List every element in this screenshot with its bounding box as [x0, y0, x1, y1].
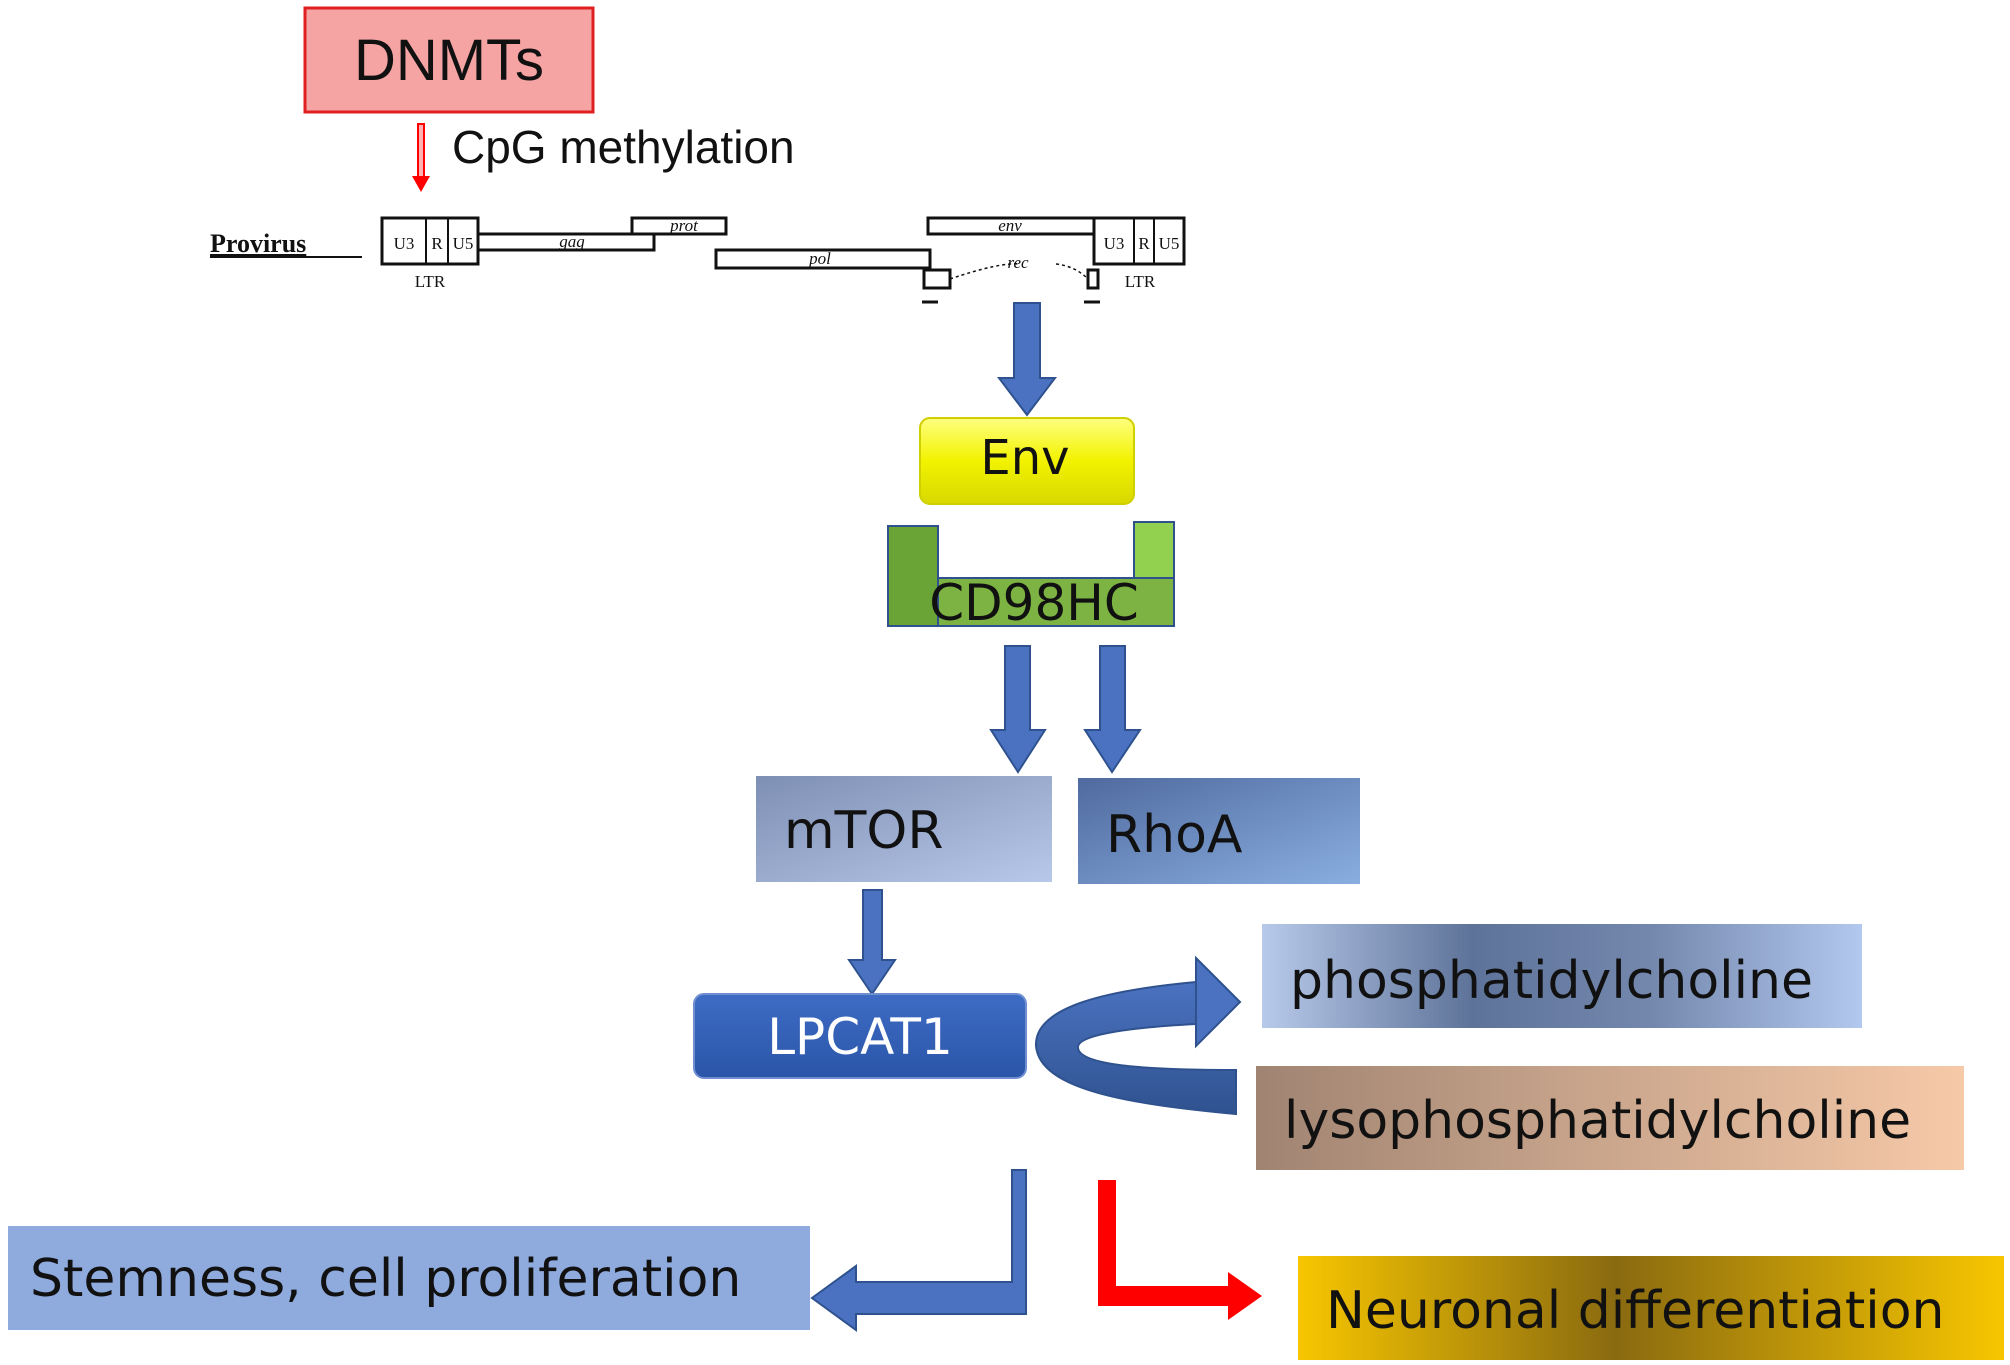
gene-pol: pol [808, 249, 831, 268]
gene-gag: gag [559, 232, 585, 251]
conversion-curved-arrow [1034, 955, 1242, 1116]
arrow-lpcat1-neuronal [1098, 1180, 1262, 1320]
phosphatidylcholine-label: phosphatidylcholine [1290, 951, 1813, 1011]
ltr-right-r: R [1138, 234, 1150, 253]
lpcat1-label: LPCAT1 [767, 1008, 953, 1066]
ltr-right-u3: U3 [1104, 234, 1125, 253]
stemness-label: Stemness, cell proliferation [30, 1249, 741, 1309]
neuronal-node: Neuronal differentiation [1298, 1256, 2004, 1360]
lysophosphatidylcholine-label: lysophosphatidylcholine [1284, 1091, 1911, 1151]
methylation-arrow [412, 123, 430, 192]
rhoa-node: RhoA [1078, 778, 1360, 884]
phosphatidylcholine-node: phosphatidylcholine [1262, 924, 1862, 1028]
cd98hc-label: CD98HC [929, 574, 1139, 632]
gene-prot: prot [669, 216, 699, 235]
dnmts-node: DNMTs [303, 6, 595, 114]
rhoa-label: RhoA [1106, 805, 1243, 865]
cd98hc-node: CD98HC [887, 521, 1175, 632]
gene-env: env [998, 216, 1022, 235]
arrow-provirus-env [996, 302, 1058, 417]
lysophosphatidylcholine-node: lysophosphatidylcholine [1256, 1066, 1964, 1170]
ltr-right-name: LTR [1125, 272, 1156, 291]
stemness-node: Stemness, cell proliferation [8, 1226, 810, 1330]
mtor-node: mTOR [756, 776, 1052, 882]
ltr-left-r: R [431, 234, 443, 253]
arrow-lpcat1-stemness [810, 1169, 1027, 1332]
provirus-schematic: Provirus U3 R U5 LTR gag prot pol env re… [210, 216, 1186, 304]
ltr-right-u5: U5 [1159, 234, 1180, 253]
env-node: Env [919, 417, 1135, 505]
neuronal-label: Neuronal differentiation [1326, 1281, 1944, 1341]
env-label: Env [980, 430, 1069, 486]
gene-rec: rec [1007, 253, 1029, 272]
ltr-left-u3: U3 [394, 234, 415, 253]
dnmts-label: DNMTs [354, 28, 544, 93]
ltr-left-u5: U5 [453, 234, 474, 253]
lpcat1-node: LPCAT1 [693, 993, 1027, 1079]
arrow-cd98-rhoa [1083, 645, 1142, 774]
ltr-left-name: LTR [415, 272, 446, 291]
arrow-mtor-lpcat1 [847, 889, 897, 996]
provirus-label: Provirus [210, 229, 306, 258]
cpg-methylation-label: CpG methylation [452, 121, 795, 173]
mtor-label: mTOR [784, 801, 943, 861]
arrow-cd98-mtor [989, 645, 1047, 774]
